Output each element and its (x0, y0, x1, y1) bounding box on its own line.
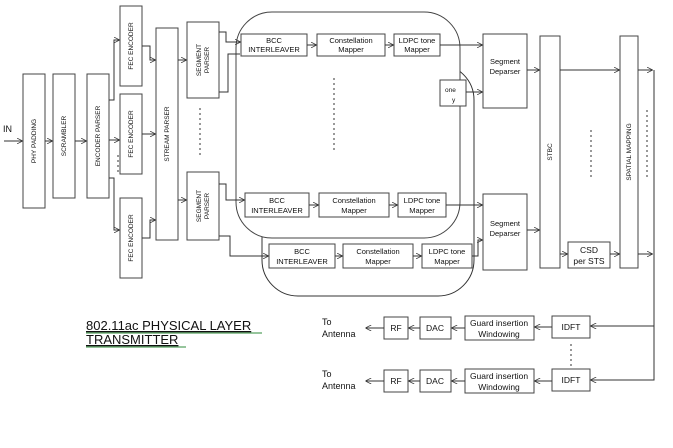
idft-label-1: IDFT (562, 322, 581, 332)
hidden-ldpc-block (439, 79, 467, 107)
arrow-fec1-stream (142, 45, 155, 60)
encoder-parser-label: ENCODER PARSER (95, 105, 102, 166)
segment-parser-block-2 (186, 171, 220, 241)
ldpc-label-3b: Mapper (434, 257, 460, 266)
ldpc-label-2a: LDPC tone (404, 196, 441, 205)
scrambler-block (52, 73, 76, 199)
bcc-interleaver-label-1b: INTERLEAVER (248, 45, 300, 54)
ldpc-label-2b: Mapper (409, 206, 435, 215)
arrow-segparser1-bcc-b (219, 53, 240, 93)
arrow-segparser1-bcc-a (219, 31, 240, 42)
hidden-ldpc-text-1: one (445, 87, 456, 94)
stbc-block (539, 35, 561, 269)
rf-label-1: RF (390, 323, 401, 333)
guard-label-1b: Windowing (478, 329, 520, 339)
dac-label-1: DAC (426, 323, 444, 333)
segment-parser-label-1a: SEGMENT (196, 44, 203, 76)
fec-encoder-label-1: FEC ENCODER (128, 22, 135, 70)
input-label: IN (3, 124, 12, 134)
fec-encoder-label-3: FEC ENCODER (128, 214, 135, 262)
csd-label-b: per STS (573, 256, 605, 266)
arrow-segparser2-bcc2 (219, 183, 244, 200)
segment-parser-label-2a: SEGMENT (196, 190, 203, 222)
segment-parser-label-1b: PARSER (204, 47, 211, 74)
arrow-segparser2-bcc3 (219, 235, 268, 256)
frequency-segment-frame-front (235, 11, 461, 239)
segment-deparser-label-2a: Segment (490, 219, 521, 228)
bcc-interleaver-block-3 (268, 243, 336, 269)
fec-encoder-label-2: FEC ENCODER (128, 110, 135, 158)
ldpc-label-1a: LDPC tone (399, 36, 436, 45)
arrow-encparser-fec3 (109, 177, 119, 230)
segment-parser-block-1 (186, 21, 220, 99)
scrambler-label: SCRAMBLER (61, 115, 68, 156)
segment-deparser-label-1b: Deparser (490, 67, 521, 76)
bcc-interleaver-block-2 (244, 192, 310, 218)
idft-block-2 (551, 368, 591, 392)
diagram-title-line2: TRANSMITTER (86, 332, 178, 347)
constellation-label-3b: Mapper (365, 257, 391, 266)
guard-label-1a: Guard insertion (470, 318, 528, 328)
diagram-title-line1: 802.11ac PHYSICAL LAYER (86, 318, 251, 333)
bcc-interleaver-label-2b: INTERLEAVER (251, 206, 303, 215)
arrow-ldpc3-deparser2 (472, 240, 482, 257)
constellation-label-3a: Constellation (356, 247, 399, 256)
csd-label-a: CSD (580, 245, 598, 255)
segment-parser-label-2b: PARSER (204, 193, 211, 220)
spatial-mapping-block (619, 35, 639, 269)
bcc-interleaver-label-2a: BCC (269, 196, 285, 205)
guard-insertion-block-1 (464, 315, 535, 341)
rf-label-2: RF (390, 376, 401, 386)
arrow-encparser-fec1 (109, 40, 119, 101)
phy-padding-label: PHY PADDING (31, 119, 38, 163)
ldpc-tone-mapper-block-2 (397, 192, 447, 218)
antenna-label-1b: Antenna (322, 329, 356, 339)
stream-parser-block (155, 27, 179, 241)
stbc-label: STBC (547, 143, 554, 161)
antenna-label-2a: To (322, 369, 332, 379)
ldpc-tone-mapper-block-3 (421, 243, 473, 269)
guard-label-2b: Windowing (478, 382, 520, 392)
idft-label-2: IDFT (562, 375, 581, 385)
antenna-label-2b: Antenna (322, 381, 356, 391)
encoder-parser-block (86, 73, 110, 199)
spatial-mapping-label: SPATIAL MAPPING (626, 123, 633, 180)
segment-deparser-block-1 (482, 33, 528, 109)
constellation-mapper-block-3 (342, 243, 414, 269)
antenna-label-1a: To (322, 317, 332, 327)
hidden-ldpc-text-2: y (452, 97, 456, 104)
constellation-label-2b: Mapper (341, 206, 367, 215)
bcc-interleaver-label-1a: BCC (266, 36, 282, 45)
stream-parser-label: STREAM PARSER (164, 106, 171, 161)
segment-deparser-block-2 (482, 193, 528, 271)
guard-label-2a: Guard insertion (470, 371, 528, 381)
segment-deparser-label-2b: Deparser (490, 229, 521, 238)
arrow-fec3-stream (142, 220, 155, 239)
feed-line-idft2 (591, 70, 655, 380)
bcc-interleaver-label-3b: INTERLEAVER (276, 257, 328, 266)
ldpc-label-1b: Mapper (404, 45, 430, 54)
dac-label-2: DAC (426, 376, 444, 386)
constellation-mapper-block-2 (318, 192, 390, 218)
constellation-label-1a: Constellation (329, 36, 372, 45)
ldpc-label-3a: LDPC tone (429, 247, 466, 256)
constellation-label-1b: Mapper (338, 45, 364, 54)
segment-deparser-label-1a: Segment (490, 57, 521, 66)
csd-per-sts-block (567, 241, 611, 269)
guard-insertion-block-2 (464, 368, 535, 394)
constellation-label-2a: Constellation (332, 196, 375, 205)
bcc-interleaver-label-3a: BCC (294, 247, 310, 256)
